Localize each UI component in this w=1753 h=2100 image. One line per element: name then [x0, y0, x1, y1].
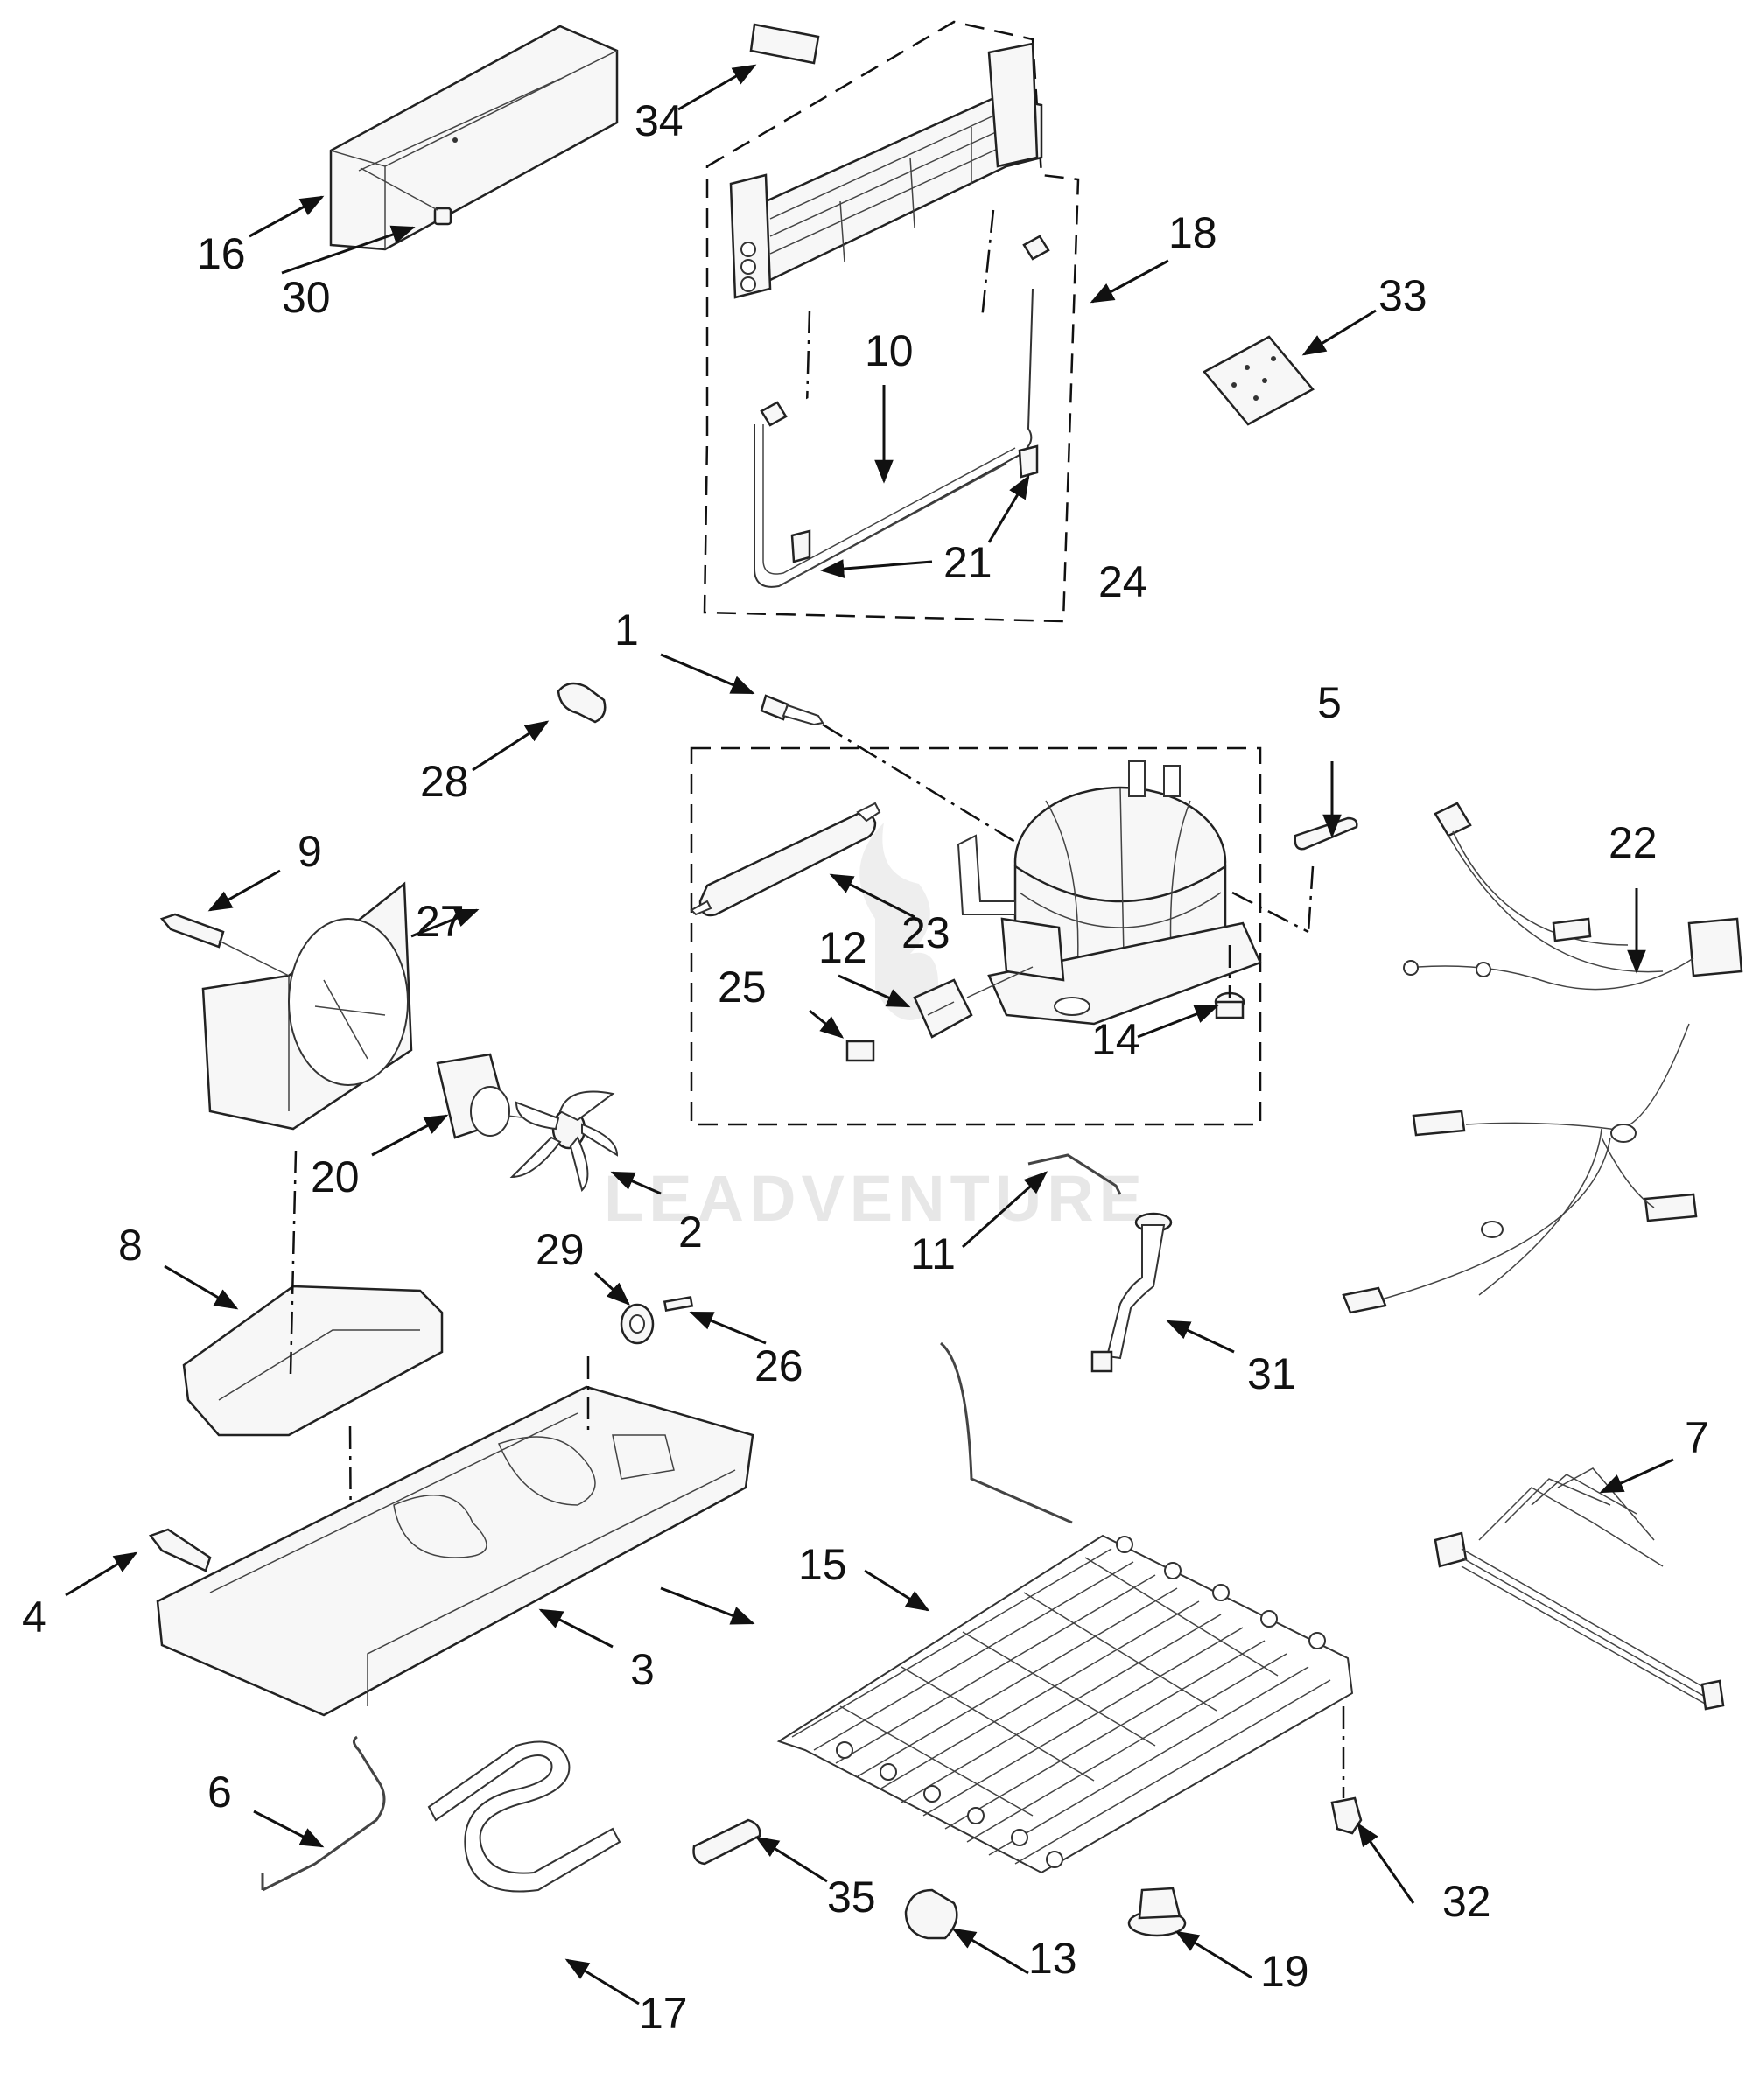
part-18-evaporator-assembly	[703, 20, 1080, 623]
part-28-bushing	[557, 682, 607, 724]
watermark-text: LEADVENTURE	[604, 1162, 1147, 1235]
callout-27: 27	[416, 897, 465, 946]
part-35-tube	[692, 1818, 761, 1866]
callout-21-lower: 21	[943, 538, 992, 587]
part-33-pad	[1203, 335, 1315, 426]
callout-20: 20	[311, 1152, 360, 1201]
part-13-sleeve	[904, 1888, 958, 1940]
part-24-compressor-assembly	[690, 746, 1262, 1126]
callout-14: 14	[1091, 1015, 1140, 1064]
part-29-hub	[620, 1303, 655, 1345]
part-32-clip	[1330, 1796, 1363, 1835]
part-16-evaporator-cover	[329, 24, 619, 251]
callout-labels: 1 2 3 4 5 6 7 8 9 10 11 12 13 14 15 16 1…	[22, 96, 1709, 2038]
part-34-foam-block	[749, 23, 820, 65]
callout-17: 17	[639, 1989, 688, 2038]
leader-lines	[65, 64, 1674, 2006]
callout-32: 32	[1442, 1877, 1491, 1926]
part-4-screw	[148, 1528, 212, 1572]
part-6-rod	[261, 1735, 386, 1892]
callout-19: 19	[1260, 1947, 1309, 1996]
callout-30: 30	[282, 273, 331, 322]
callout-24: 24	[1098, 557, 1147, 606]
part-11-wire-clip	[1027, 1153, 1122, 1195]
part-3-base-pan	[156, 1356, 754, 1717]
part-26-pin	[663, 1296, 694, 1312]
callout-9: 9	[298, 827, 322, 876]
part-30-clip	[360, 167, 452, 226]
part-31-drain-tube	[1090, 1212, 1173, 1373]
callout-11: 11	[910, 1229, 956, 1278]
part-15-condenser	[776, 1341, 1354, 1874]
callout-1: 1	[614, 606, 639, 654]
watermark: LEADVENTURE	[604, 822, 1147, 1235]
callout-35: 35	[827, 1872, 876, 1922]
callout-23: 23	[901, 908, 950, 957]
callout-29: 29	[536, 1225, 585, 1274]
part-20-fan-motor	[436, 1053, 543, 1139]
callout-2: 2	[678, 1208, 703, 1256]
part-7-harness	[1434, 1467, 1725, 1711]
callout-25: 25	[718, 962, 767, 1012]
callout-33: 33	[1378, 271, 1427, 320]
callout-31: 31	[1247, 1349, 1296, 1398]
part-9-screw	[159, 913, 290, 976]
callout-4: 4	[22, 1592, 46, 1642]
callout-8: 8	[118, 1221, 143, 1270]
callout-3: 3	[630, 1645, 655, 1694]
part-1-screw	[760, 694, 1020, 846]
part-27-fan-shroud	[201, 881, 413, 1130]
callout-13: 13	[1028, 1934, 1077, 1983]
callout-15: 15	[798, 1540, 847, 1589]
callout-10: 10	[865, 326, 914, 375]
callout-16: 16	[197, 229, 246, 278]
callout-5: 5	[1317, 678, 1342, 727]
callout-7: 7	[1685, 1413, 1709, 1462]
callout-26: 26	[754, 1341, 803, 1390]
part-17-hose	[427, 1740, 621, 1893]
callout-34: 34	[635, 96, 684, 145]
callout-18: 18	[1168, 208, 1217, 257]
callout-22: 22	[1609, 818, 1658, 867]
part-19-fitting	[1127, 1886, 1187, 1937]
part-5-strap	[1231, 816, 1358, 934]
part-2-fan-blade	[509, 1090, 619, 1192]
callout-6: 6	[207, 1768, 232, 1816]
callout-28: 28	[420, 757, 469, 806]
callout-12: 12	[818, 923, 867, 972]
part-22-wire-harness	[1342, 802, 1743, 1314]
